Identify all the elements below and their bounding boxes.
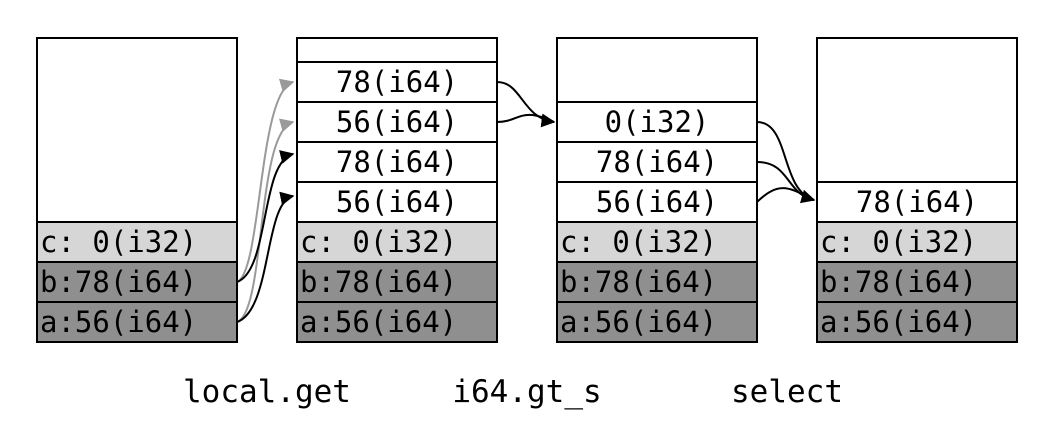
arrow-a-to-fourth-copy	[236, 191, 295, 323]
empty-region	[296, 37, 498, 63]
caption-local-get: local.get	[183, 374, 351, 410]
local-b-label: b:78(i64)	[40, 265, 197, 299]
local-c-label: c: 0(i32)	[560, 225, 717, 259]
arrow-val1	[756, 161, 815, 201]
stack-3: 78(i64) c: 0(i32) b:78(i64) a:56(i64)	[816, 37, 1018, 343]
arrow-operand-1	[496, 81, 556, 128]
local-a-cell	[816, 301, 1018, 343]
local-get-arrows	[236, 78, 295, 323]
stack-cell-value: 56(i64)	[336, 105, 458, 139]
local-c-cell	[816, 221, 1018, 263]
stack-cell	[816, 181, 1018, 223]
arrow-val2	[756, 187, 815, 203]
local-b-label: b:78(i64)	[300, 265, 457, 299]
stack-cell-value: 78(i64)	[856, 185, 978, 219]
empty-region	[556, 37, 758, 103]
local-c-label: c: 0(i32)	[300, 225, 457, 259]
local-c-cell	[556, 221, 758, 263]
local-c-cell	[36, 221, 238, 263]
arrow-a-to-second-copy	[236, 118, 295, 323]
stack-cell-value: 56(i64)	[336, 185, 458, 219]
stack-cell	[296, 141, 498, 183]
local-a-label: a:56(i64)	[40, 305, 197, 339]
stack-cell-value: 78(i64)	[336, 65, 458, 99]
stack-cell-value: 78(i64)	[596, 145, 718, 179]
stack-cell-value: 56(i64)	[596, 185, 718, 219]
local-b-label: b:78(i64)	[820, 265, 977, 299]
stack-0: c: 0(i32) b:78(i64) a:56(i64)	[36, 37, 238, 343]
arrow-b-to-top-copy	[236, 78, 295, 283]
local-a-label: a:56(i64)	[300, 305, 457, 339]
local-c-cell	[296, 221, 498, 263]
local-c-label: c: 0(i32)	[40, 225, 197, 259]
caption-i64-gt-s: i64.gt_s	[452, 374, 601, 410]
local-a-label: a:56(i64)	[560, 305, 717, 339]
empty-region	[36, 37, 238, 223]
local-b-label: b:78(i64)	[560, 265, 717, 299]
stack-cell	[556, 141, 758, 183]
stack-cell-value: 78(i64)	[336, 145, 458, 179]
stack-2: 0(i32) 78(i64) 56(i64) c: 0(i32) b:78(i6…	[556, 37, 758, 343]
empty-region	[816, 37, 1018, 183]
arrow-b-to-third-copy	[236, 150, 295, 283]
gt-s-arrows	[496, 81, 556, 128]
local-a-label: a:56(i64)	[820, 305, 977, 339]
local-c-label: c: 0(i32)	[820, 225, 977, 259]
local-a-cell	[296, 301, 498, 343]
local-a-cell	[36, 301, 238, 343]
select-arrows	[756, 121, 816, 204]
local-b-cell	[36, 261, 238, 303]
local-b-cell	[816, 261, 1018, 303]
stack-1: 78(i64) 56(i64) 78(i64) 56(i64) c: 0(i32…	[296, 37, 498, 343]
stack-cell-value: 0(i32)	[605, 105, 710, 139]
local-a-cell	[556, 301, 758, 343]
caption-select: select	[731, 374, 843, 410]
arrow-operand-2	[496, 113, 555, 123]
